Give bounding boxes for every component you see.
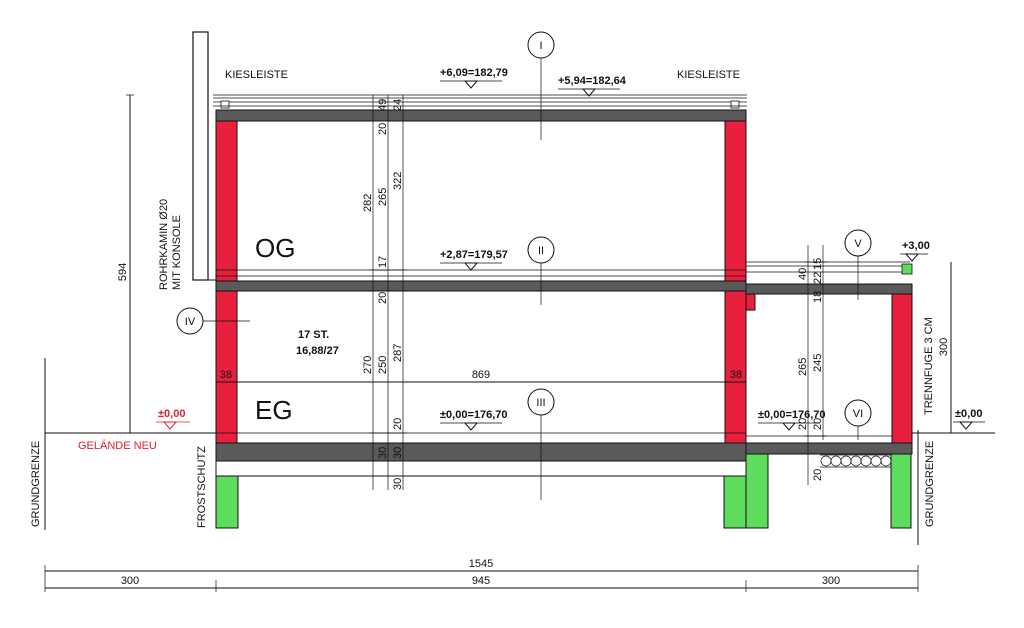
dim-slab-20: 20 xyxy=(377,292,389,304)
svg-text:+5,94=182,64: +5,94=182,64 xyxy=(558,75,627,87)
rohrkamin-label-1: ROHRKAMIN Ø20 xyxy=(158,199,170,290)
dim-inner-width: 869 xyxy=(472,369,490,381)
dim-eg-20: 20 xyxy=(392,418,404,430)
dim-og-282: 282 xyxy=(362,194,374,212)
svg-text:±0,00=176,70: ±0,00=176,70 xyxy=(758,409,826,421)
dim-annex-265: 265 xyxy=(797,358,809,376)
svg-text:+6,09=182,79: +6,09=182,79 xyxy=(440,67,508,79)
stairs-count: 17 ST. xyxy=(298,329,329,341)
section-marker-5: V xyxy=(844,229,872,257)
section-marker-3: III xyxy=(527,388,555,416)
dim-annex-245: 245 xyxy=(812,354,824,372)
eg-slab xyxy=(215,442,747,462)
svg-text:±0,00=176,70: ±0,00=176,70 xyxy=(440,409,508,421)
floor-og-label: OG xyxy=(255,233,295,263)
dim-right: 300 xyxy=(822,575,840,587)
dim-annex-18: 18 xyxy=(812,291,824,303)
level-eg: ±0,00=176,70 xyxy=(440,409,508,431)
dim-annex-40: 40 xyxy=(797,268,809,280)
dim-left: 300 xyxy=(121,575,139,587)
section-marker-6: VI xyxy=(844,399,872,427)
wall-right-og xyxy=(724,120,747,282)
dim-annex-22: 22 xyxy=(812,272,824,284)
dim-height-right: 300 xyxy=(938,338,950,356)
kiesleiste-right-profile xyxy=(730,100,740,109)
level-ground-right: ±0,00 xyxy=(953,408,985,430)
section-marker-1: I xyxy=(527,31,555,59)
dim-annex-15: 15 xyxy=(812,258,824,270)
rohrkamin-label-2: MIT KONSOLE xyxy=(171,215,183,290)
svg-text:V: V xyxy=(854,238,862,250)
frostschutz-label: FROSTSCHUTZ xyxy=(196,446,208,528)
dim-eg-270: 270 xyxy=(362,356,374,374)
annex-roof-slab xyxy=(745,283,913,295)
stairs-ratio: 16,88/27 xyxy=(296,345,339,357)
dim-height-left: 594 xyxy=(117,263,129,281)
dim-roof-24: 24 xyxy=(392,99,404,111)
dim-roof-49: 49 xyxy=(377,99,389,111)
foundation-left xyxy=(215,475,239,529)
annex-lintel xyxy=(745,293,756,311)
dim-slab-17: 17 xyxy=(377,256,389,268)
kiesleiste-left-label: KIESLEISTE xyxy=(225,69,288,81)
annex-wall xyxy=(891,293,913,445)
dim-middle: 945 xyxy=(472,575,490,587)
kiesleiste-right-label: KIESLEISTE xyxy=(677,69,740,81)
level-roof-low: +5,94=182,64 xyxy=(558,75,627,97)
svg-text:VI: VI xyxy=(853,408,863,420)
svg-text:IV: IV xyxy=(185,316,196,328)
wall-left-og xyxy=(215,120,238,282)
level-annex-roof: +3,00 xyxy=(900,240,930,262)
svg-text:I: I xyxy=(539,40,542,52)
dim-base-30c: 30 xyxy=(392,478,404,490)
kiesleiste-left-profile xyxy=(220,100,230,109)
dim-base-30b: 30 xyxy=(392,447,404,459)
dim-wall-right: 38 xyxy=(730,369,742,381)
dim-annex-20b: 20 xyxy=(812,418,824,430)
section-marker-4: IV xyxy=(176,307,204,335)
frostschutz-layer xyxy=(215,460,747,477)
dim-wall-left: 38 xyxy=(220,369,232,381)
svg-text:+3,00: +3,00 xyxy=(902,240,930,252)
grundgrenze-left-label: GRUNDGRENZE xyxy=(30,441,42,527)
svg-text:±0,00: ±0,00 xyxy=(955,408,982,420)
og-slab xyxy=(215,280,747,292)
chimney xyxy=(192,31,209,281)
foundation-annex-left xyxy=(745,453,769,529)
trennfuge-label: TRENNFUGE 3 CM xyxy=(923,317,935,415)
level-annex-floor: ±0,00=176,70 xyxy=(758,409,826,431)
foundation-mid xyxy=(723,475,747,529)
annex-insulation xyxy=(820,455,892,467)
grundgrenze-right-label: GRUNDGRENZE xyxy=(924,441,936,527)
foundation-annex-right xyxy=(890,453,912,529)
wall-left-eg xyxy=(215,290,238,444)
svg-text:+2,87=179,57: +2,87=179,57 xyxy=(440,249,508,261)
dim-annex-20c: 20 xyxy=(812,469,824,481)
svg-text:±0,00: ±0,00 xyxy=(158,408,185,420)
level-ground-left: ±0,00 xyxy=(156,408,190,430)
level-roof-high: +6,09=182,79 xyxy=(440,67,508,89)
dim-annex-20a: 20 xyxy=(797,418,809,430)
annex-floor-slab xyxy=(745,442,913,455)
floor-eg-label: EG xyxy=(255,395,293,425)
svg-text:II: II xyxy=(538,245,544,257)
section-marker-2: II xyxy=(527,236,555,264)
dim-total: 1545 xyxy=(469,558,493,570)
dim-eg-287: 287 xyxy=(392,344,404,362)
annex-kiesleiste xyxy=(901,263,913,275)
roof-slab xyxy=(215,109,747,122)
svg-text:III: III xyxy=(536,397,545,409)
level-og: +2,87=179,57 xyxy=(440,249,508,271)
wall-right-eg xyxy=(724,290,747,444)
dim-og-265: 265 xyxy=(377,188,389,206)
dim-eg-250: 250 xyxy=(377,356,389,374)
dim-og-322: 322 xyxy=(392,172,404,190)
dim-roof-20: 20 xyxy=(377,123,389,135)
gelaende-label: GELÄNDE NEU xyxy=(78,440,157,452)
dim-base-30a: 30 xyxy=(377,447,389,459)
